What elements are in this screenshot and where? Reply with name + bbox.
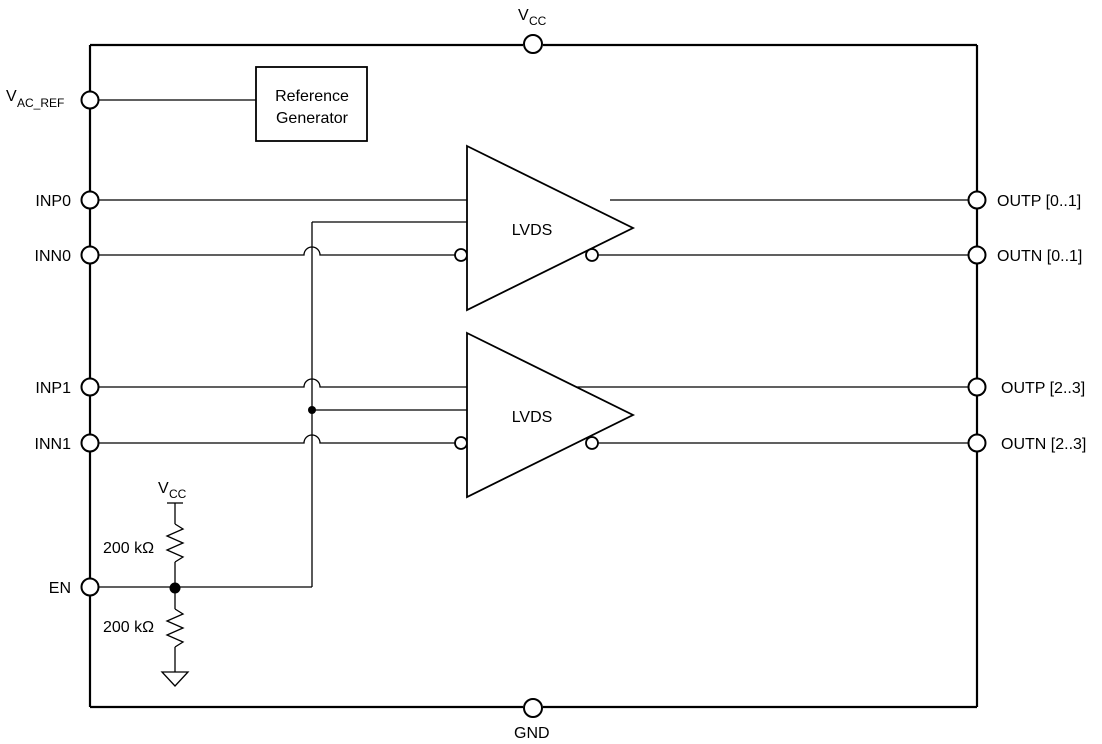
inp1-pin: INP1 bbox=[35, 377, 100, 397]
outn01-label: OUTN [0..1] bbox=[997, 248, 1082, 265]
inp0-pin: INP0 bbox=[35, 190, 100, 210]
vac-ref-pin: V AC_REF bbox=[6, 88, 256, 110]
lvds-buffer-0-label: LVDS bbox=[512, 222, 553, 239]
chip-outline bbox=[88, 43, 979, 709]
vcc-label: V bbox=[518, 7, 529, 24]
lvds-buffer-1: LVDS bbox=[466, 331, 968, 499]
vac-ref-label-sub: AC_REF bbox=[17, 96, 64, 110]
ground-icon bbox=[160, 671, 190, 687]
buffer1-input-wires bbox=[99, 378, 468, 450]
en-bias-network: V CC 200 kΩ 200 kΩ bbox=[103, 480, 190, 687]
inp0-label: INP0 bbox=[35, 193, 71, 210]
outp23-label: OUTP [2..3] bbox=[1001, 380, 1085, 397]
inp1-label: INP1 bbox=[35, 380, 71, 397]
vcc-label-sub: CC bbox=[529, 14, 547, 28]
enable-net bbox=[99, 221, 467, 588]
outp23-pin: OUTP [2..3] bbox=[967, 377, 1085, 397]
pullup-vcc-label: V bbox=[158, 480, 169, 497]
pullup-vcc-label-sub: CC bbox=[169, 487, 187, 501]
lvds-buffer-1-label: LVDS bbox=[512, 409, 553, 426]
lvds-buffer-0: LVDS bbox=[466, 144, 968, 312]
pulldown-resistor bbox=[165, 608, 185, 648]
outn01-pin: OUTN [0..1] bbox=[967, 245, 1082, 265]
inn1-label: INN1 bbox=[35, 436, 72, 453]
outp01-label: OUTP [0..1] bbox=[997, 193, 1081, 210]
en-junction-dot bbox=[169, 582, 181, 594]
pulldown-resistor-label: 200 kΩ bbox=[103, 619, 154, 636]
pullup-resistor bbox=[165, 523, 185, 563]
inn0-pin: INN0 bbox=[35, 245, 100, 265]
reference-generator-label-1: Reference bbox=[275, 88, 349, 105]
gnd-pin: GND bbox=[514, 698, 550, 742]
outn23-pin: OUTN [2..3] bbox=[967, 433, 1086, 453]
vcc-pin: V CC bbox=[518, 7, 547, 54]
outn23-label: OUTN [2..3] bbox=[1001, 436, 1086, 453]
reference-generator-label-2: Generator bbox=[276, 110, 349, 127]
pullup-resistor-label: 200 kΩ bbox=[103, 540, 154, 557]
vac-ref-label: V bbox=[6, 88, 17, 105]
outp01-pin: OUTP [0..1] bbox=[967, 190, 1081, 210]
buffer0-input-wires bbox=[99, 199, 468, 262]
inn0-label: INN0 bbox=[35, 248, 72, 265]
gnd-label: GND bbox=[514, 725, 550, 742]
inn1-pin: INN1 bbox=[35, 433, 100, 453]
en-label: EN bbox=[49, 580, 71, 597]
junction-dot bbox=[308, 406, 316, 414]
reference-generator-block: Reference Generator bbox=[255, 66, 368, 142]
en-pin: EN bbox=[49, 577, 100, 597]
